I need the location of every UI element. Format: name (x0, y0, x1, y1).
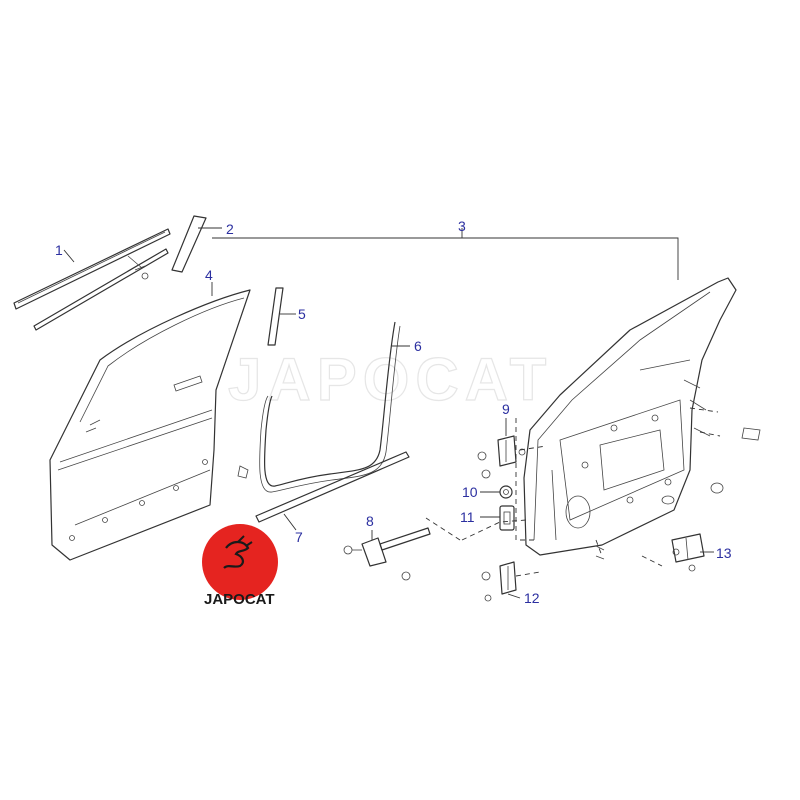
callout-13: 13 (716, 545, 732, 561)
part-3-door-shell (523, 277, 761, 560)
part-6-weatherstrip (259, 321, 401, 493)
callout-9: 9 (502, 401, 510, 417)
callout-labels: 1 2 3 4 5 6 7 8 9 10 11 12 13 (55, 218, 732, 606)
callout-3: 3 (458, 218, 466, 234)
callout-2: 2 (226, 221, 234, 237)
callout-11: 11 (460, 509, 475, 525)
part-11-stopper (499, 505, 515, 531)
part-1-belt-moulding (13, 228, 171, 331)
japocat-logo: JAPOCAT (202, 524, 278, 608)
part-2-sash-trim (171, 215, 207, 273)
logo-text: JAPOCAT (204, 591, 275, 608)
callout-4: 4 (205, 267, 213, 283)
part-8-door-check (343, 527, 431, 581)
part-13-hinge-assembly (671, 533, 705, 572)
part-7-lower-seal (255, 451, 410, 523)
part-12-lower-hinge (481, 561, 517, 602)
callout-1: 1 (55, 242, 63, 258)
callout-10: 10 (462, 484, 478, 500)
callout-12: 12 (524, 590, 540, 606)
dashed-assembly-lines (425, 407, 721, 577)
leader-lines (63, 227, 714, 599)
callout-6: 6 (414, 338, 422, 354)
part-9-upper-hinge (477, 435, 526, 479)
callout-8: 8 (366, 513, 374, 529)
callout-5: 5 (298, 306, 306, 322)
part-4-door-outer-panel (49, 289, 251, 561)
part-10-grommet (499, 485, 513, 499)
part-5-division-seal (267, 287, 284, 346)
callout-7: 7 (295, 529, 303, 545)
